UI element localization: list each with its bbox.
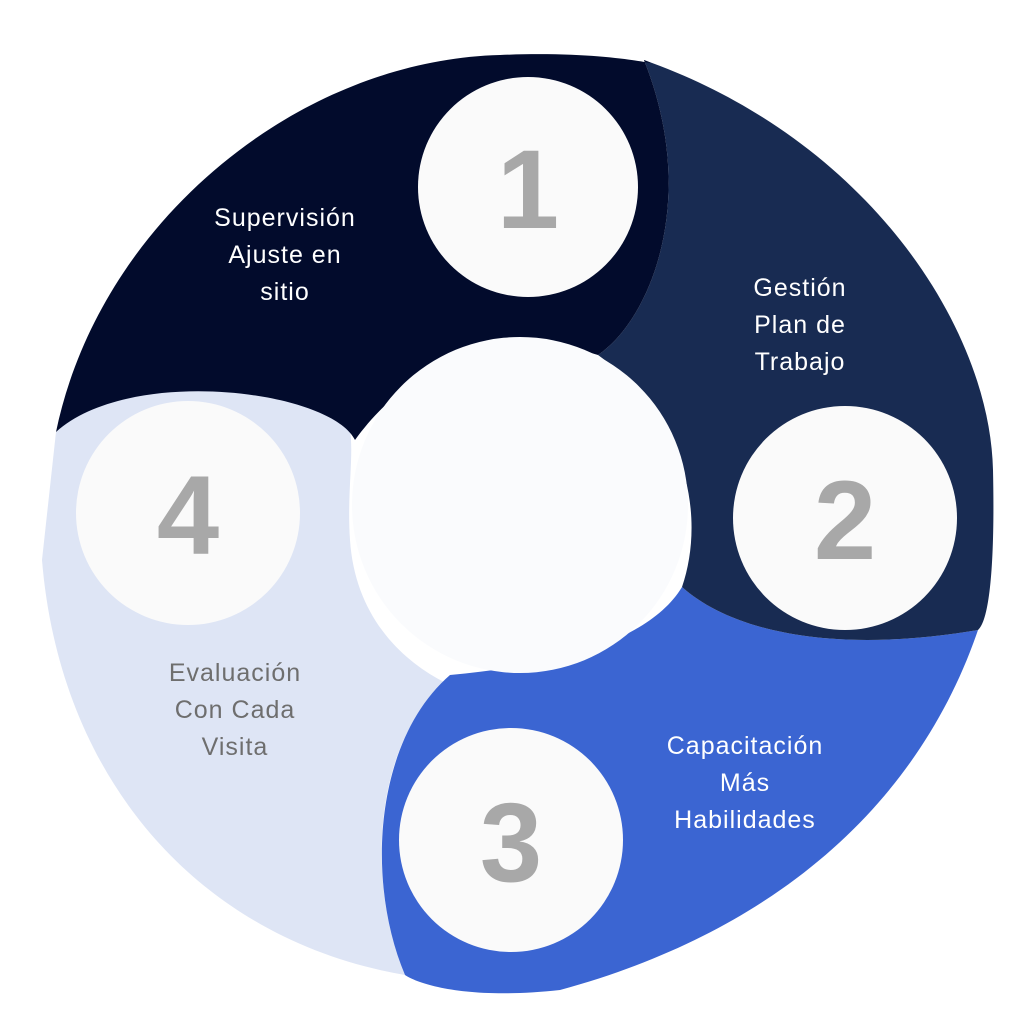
step-4-line-1: Evaluación — [168, 659, 302, 687]
step-1-line-2: Ajuste en — [228, 241, 342, 269]
step-1-line-1: Supervisión — [214, 204, 356, 232]
step-3-line-2: Más — [719, 769, 771, 797]
step-3-line-1: Capacitación — [666, 732, 824, 760]
step-label-4: Evaluación Con Cada Visita — [130, 655, 340, 766]
step-3-line-3: Habilidades — [674, 806, 816, 834]
step-2-line-3: Trabajo — [754, 348, 846, 376]
step-2-line-1: Gestión — [753, 274, 847, 302]
step-4-line-2: Con Cada — [174, 696, 296, 724]
step-label-3: Capacitación Más Habilidades — [625, 728, 865, 839]
step-label-2: Gestión Plan de Trabajo — [695, 270, 905, 381]
step-badge-1: 1 — [418, 77, 638, 297]
step-badge-3: 3 — [399, 728, 623, 952]
svg-text:2: 2 — [814, 458, 876, 583]
svg-text:1: 1 — [497, 127, 559, 252]
svg-text:3: 3 — [480, 780, 542, 905]
step-label-1: Supervisión Ajuste en sitio — [180, 200, 390, 311]
step-4-line-3: Visita — [201, 733, 269, 761]
svg-text:4: 4 — [157, 453, 219, 578]
center-hole — [352, 337, 688, 673]
step-1-line-3: sitio — [260, 278, 310, 306]
step-badge-2: 2 — [733, 406, 957, 630]
step-badge-4: 4 — [76, 401, 300, 625]
step-2-line-2: Plan de — [754, 311, 846, 339]
